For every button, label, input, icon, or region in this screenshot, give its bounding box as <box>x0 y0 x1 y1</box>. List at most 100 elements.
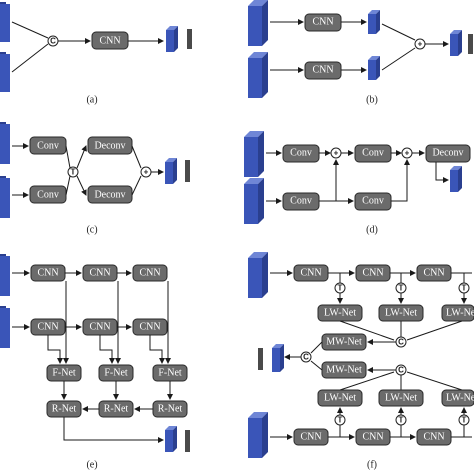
input-feature-block <box>248 252 268 298</box>
cnn-block-label: CNN <box>362 268 383 279</box>
conv-block <box>29 136 67 155</box>
input-feature-block <box>248 52 268 98</box>
cnn-block-label: CNN <box>139 268 160 279</box>
cnn-block-label: CNN <box>312 17 333 28</box>
lwnet-block <box>441 389 474 407</box>
transform-op-label: T <box>399 416 404 425</box>
lwnet-block <box>378 389 424 407</box>
rnet-block-label: R-Net <box>158 404 183 415</box>
lwnet-block-label: LW-Net <box>385 393 417 404</box>
deconv-block-label: Deconv <box>94 141 125 152</box>
input-feature-block <box>0 122 10 164</box>
transform-op <box>67 166 79 178</box>
lwnet-block <box>441 304 474 322</box>
concat-op-label: C <box>398 338 404 347</box>
panel-c-label: (c) <box>86 225 97 236</box>
output-feature-block <box>450 30 473 56</box>
input-feature-block <box>0 254 10 296</box>
panel-e: CNN CNN CNN CNN CNN CNN F-Net F-Net F-Ne… <box>0 254 190 471</box>
feature-block <box>368 10 380 34</box>
cnn-block-label: CNN <box>362 432 383 443</box>
rnet-block-label: R-Net <box>52 404 77 415</box>
cnn-block-label: CNN <box>89 268 110 279</box>
output-map <box>185 160 190 182</box>
lwnet-block <box>317 389 363 407</box>
concat-op-label: C <box>398 366 404 375</box>
conv-block-label: Conv <box>362 148 384 159</box>
feature-block <box>368 56 380 80</box>
cnn-block <box>132 264 168 282</box>
input-feature-block <box>0 306 10 348</box>
add-op-label: + <box>334 149 339 158</box>
transform-op-label: T <box>338 416 343 425</box>
input-feature-block <box>244 178 264 224</box>
output-feature-block <box>166 26 192 52</box>
input-feature-block <box>248 0 268 46</box>
output-map <box>258 348 263 370</box>
lwnet-block-label: LW-Net <box>324 308 356 319</box>
input-feature-block <box>0 176 10 218</box>
deconv-block <box>87 136 133 155</box>
output-map <box>468 34 473 54</box>
conv-block-label: Conv <box>37 141 59 152</box>
output-feature-block <box>258 344 284 372</box>
cnn-block-label: CNN <box>423 432 444 443</box>
deconv-block <box>425 144 471 163</box>
transform-op-label: T <box>71 168 76 177</box>
deconv-block-label: Deconv <box>432 148 463 159</box>
rnet-block-label: R-Net <box>104 404 129 415</box>
panel-a-label: (a) <box>86 95 97 106</box>
panel-d-label: (d) <box>366 225 378 236</box>
concat-op-label: C <box>303 353 309 362</box>
panel-c: Conv Conv T Deconv Deconv + (c) <box>0 122 190 236</box>
panel-b-label: (b) <box>366 95 378 106</box>
panel-d: Conv + Conv + Deconv Conv Conv (d) <box>244 131 471 236</box>
panel-e-label: (e) <box>86 460 97 471</box>
conv-block-label: Conv <box>290 196 312 207</box>
cnn-block-label: CNN <box>99 36 120 47</box>
panel-a: C CNN (a) <box>0 2 192 106</box>
cnn-block-label: CNN <box>312 65 333 76</box>
lwnet-block-label: LW-Net <box>324 393 356 404</box>
transform-op-label: T <box>462 416 467 425</box>
add-op-label: + <box>418 40 423 49</box>
deconv-block-label: Deconv <box>94 190 125 201</box>
lwnet-block-label: LW-Net <box>446 393 474 404</box>
cnn-block-label: CNN <box>37 322 58 333</box>
panel-f-label: (f) <box>367 460 377 471</box>
lwnet-block-label: LW-Net <box>446 308 474 319</box>
fnet-block-label: F-Net <box>104 368 128 379</box>
output-map <box>187 29 192 49</box>
add-op-label: + <box>144 168 149 177</box>
conv-block-label: Conv <box>290 148 312 159</box>
fnet-block-label: F-Net <box>158 368 182 379</box>
fnet-block-label: F-Net <box>52 368 76 379</box>
concat-op-label: C <box>50 37 56 46</box>
panel-f: CNN CNN CNN T T T LW-Net LW-Net LW-Net C <box>248 252 474 471</box>
mwnet-block-label: MW-Net <box>326 365 362 376</box>
input-feature-block <box>0 52 10 92</box>
add-op-label: + <box>405 149 410 158</box>
cnn-block-label: CNN <box>423 268 444 279</box>
input-feature-block <box>0 2 10 42</box>
conv-block-label: Conv <box>37 190 59 201</box>
mwnet-block-label: MW-Net <box>326 337 362 348</box>
cnn-block-label: CNN <box>300 432 321 443</box>
cnn-block-label: CNN <box>300 268 321 279</box>
cnn-block-label: CNN <box>139 322 160 333</box>
output-map <box>185 430 190 452</box>
cnn-block-label: CNN <box>37 268 58 279</box>
transform-op-label: T <box>462 284 467 293</box>
output-feature-block <box>165 426 190 452</box>
transform-op-label: T <box>338 284 343 293</box>
input-feature-block <box>248 412 268 458</box>
cnn-block-label: CNN <box>89 322 110 333</box>
transform-op-label: T <box>399 284 404 293</box>
output-feature-block <box>165 158 190 184</box>
input-feature-block <box>244 131 264 177</box>
lwnet-block-label: LW-Net <box>385 308 417 319</box>
output-feature-block <box>450 166 462 192</box>
conv-block-label: Conv <box>362 196 384 207</box>
panel-b: CNN CNN + (b) <box>248 0 473 106</box>
